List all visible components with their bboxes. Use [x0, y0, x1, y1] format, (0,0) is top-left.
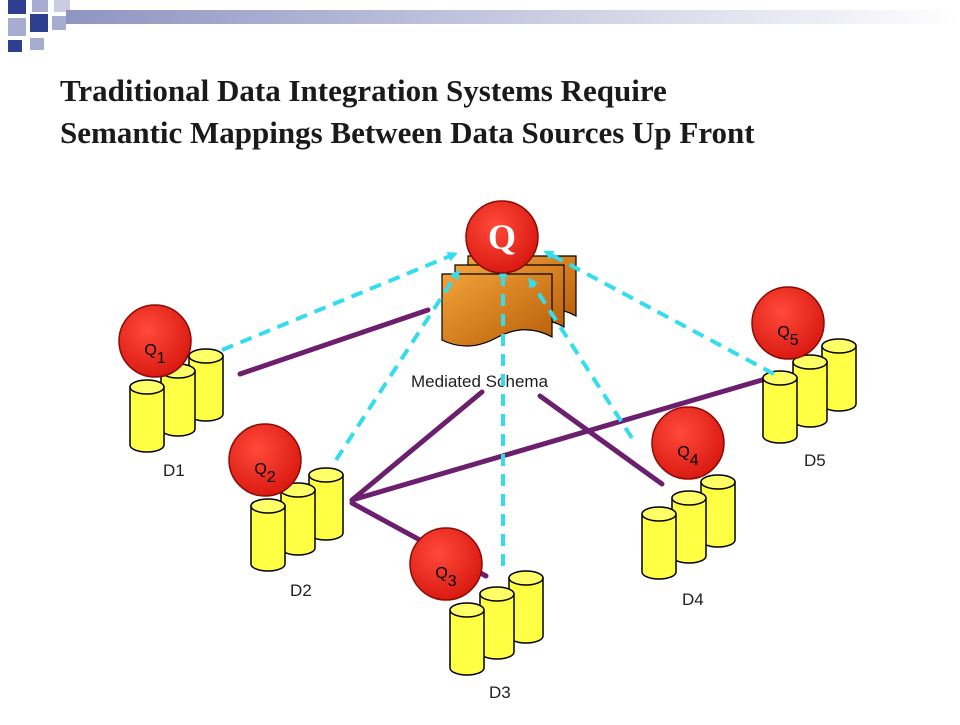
- database-d1-label: D1: [163, 461, 185, 480]
- query-q3-label: Q: [435, 565, 447, 582]
- database-d2-label: D2: [290, 581, 312, 600]
- query-q5-label: Q: [777, 324, 789, 341]
- corner-squares-decoration: [8, 0, 960, 52]
- database-d3-label: D3: [489, 683, 511, 702]
- slide-title: Traditional Data Integration Systems Req…: [60, 70, 940, 154]
- slide-title-line-2: Semantic Mappings Between Data Sources U…: [60, 115, 755, 150]
- svg-text:Q5: Q5: [777, 324, 798, 349]
- svg-text:Q2: Q2: [254, 461, 275, 486]
- query-reformulation-arrows: [221, 250, 775, 566]
- query-circle-q1: Q1: [118, 304, 192, 378]
- query-circle-q3: Q3: [409, 527, 483, 601]
- svg-text:Q3: Q3: [435, 565, 456, 590]
- database-d4-label: D4: [682, 590, 704, 609]
- query-circle-q: Q: [465, 200, 539, 274]
- mediated-schema-label: Mediated Schema: [411, 372, 549, 391]
- mediated-schema-document-stack: [441, 255, 577, 347]
- reformulation-arrow-d1: [221, 252, 458, 352]
- svg-text:Q4: Q4: [677, 444, 698, 469]
- query-q2-label: Q: [254, 461, 266, 478]
- mapping-line-d4: [537, 393, 665, 487]
- database-d4-icon: [641, 474, 736, 580]
- reformulation-arrow-d4: [528, 277, 634, 440]
- mapping-line-d1: [237, 307, 431, 377]
- query-q4-sub: 4: [690, 452, 699, 469]
- query-q1-label: Q: [144, 342, 156, 359]
- query-q1-sub: 1: [157, 350, 166, 367]
- query-q4-label: Q: [677, 444, 689, 461]
- slide-title-line-1: Traditional Data Integration Systems Req…: [60, 73, 667, 108]
- database-d5-label: D5: [804, 451, 826, 470]
- svg-text:Q1: Q1: [144, 342, 165, 367]
- query-circle-q4: Q4: [651, 406, 725, 480]
- reformulation-arrow-d2: [334, 269, 460, 462]
- query-circle-q5: Q5: [751, 286, 825, 360]
- query-q3-sub: 3: [448, 573, 457, 590]
- query-label: Q: [488, 217, 516, 257]
- query-q5-sub: 5: [790, 332, 799, 349]
- reformulation-arrow-d5: [543, 250, 775, 376]
- mapping-line-d2-d5: [349, 377, 765, 503]
- mapping-line-d2-schema: [349, 389, 485, 503]
- query-q2-sub: 2: [267, 469, 276, 486]
- query-circle-q2: Q2: [228, 423, 302, 497]
